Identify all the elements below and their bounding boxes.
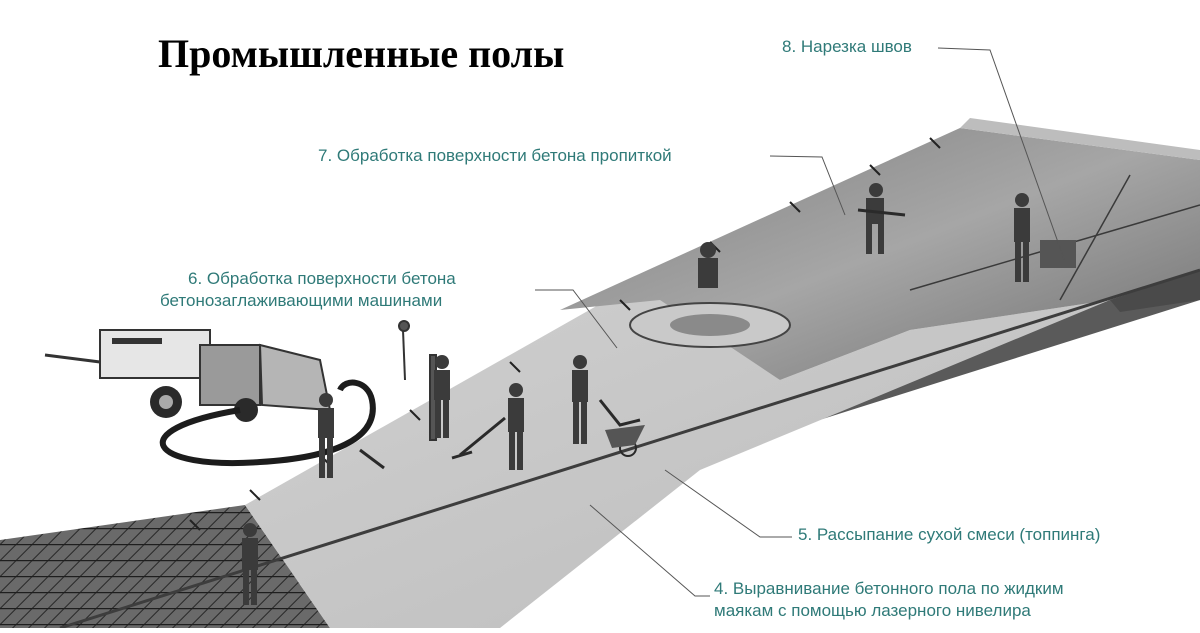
concrete-pump-trailer [44,329,332,422]
fresh-concrete [245,270,1110,628]
step-7-label: 7. Обработка поверхности бетона пропитко… [318,146,672,165]
tools [359,208,1076,470]
worker-trowel [698,242,718,288]
step-4-label: 4. Выравнивание бетонного пола по жидким… [714,578,1064,622]
leader-lines [535,47,1066,597]
step-6-label: 6. Обработка поверхности бетона бетоноза… [160,268,456,312]
polished-far-edge [960,118,1200,160]
page-title: Промышленные полы [158,31,565,76]
slab-front-edge [1110,270,1200,312]
step-6-line-1: 6. Обработка поверхности бетона [188,269,456,288]
worker-cart [572,355,588,444]
worker-screed [242,523,258,605]
step-4-line-1: 4. Выравнивание бетонного пола по жидким [714,579,1064,598]
step-5-label: 5. Рассыпание сухой смеси (топпинга) [798,525,1101,544]
worker-laser [434,355,450,438]
power-trowel [629,302,791,348]
worker-rake [508,383,524,470]
worker-saw [1014,193,1030,282]
step-4-line-2: маякам с помощью лазерного нивелира [714,601,1031,620]
step-6-line-2: бетонозаглаживающими машинами [160,291,443,310]
step-8-label: 8. Нарезка швов [782,37,912,56]
concrete-hose [159,379,376,466]
worker-hose [318,393,334,478]
